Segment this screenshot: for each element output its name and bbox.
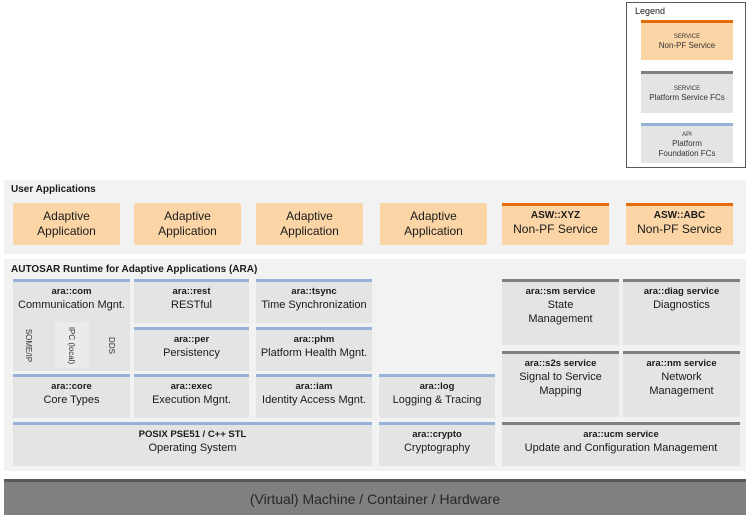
ara-com-title: ara::com <box>51 286 92 297</box>
legend-nonpf-service: SERVICE Non-PF Service <box>641 20 733 60</box>
ara-sm-sub: State Management <box>528 299 593 325</box>
ara-s2s-sub: Signal to Service Mapping <box>519 371 602 397</box>
adaptive-application-4: Adaptive Application <box>380 203 487 245</box>
ara-per-title: ara::per <box>173 334 210 345</box>
adaptive-application-1: Adaptive Application <box>13 203 120 245</box>
ara-iam: ara::iam Identity Access Mgnt. <box>256 374 372 418</box>
service-sub: Non-PF Service <box>513 222 598 236</box>
ara-phm: ara::phm Platform Health Mgnt. <box>256 327 372 371</box>
ara-per: ara::per Persistency <box>134 327 249 371</box>
ara-rest: ara::rest RESTful <box>134 279 249 323</box>
ara-per-sub: Persistency <box>163 347 220 359</box>
legend: Legend SERVICE Non-PF Service SERVICE Pl… <box>626 2 746 168</box>
ara-s2s-title: ara::s2s service <box>524 358 597 369</box>
service-sub: Non-PF Service <box>637 222 722 236</box>
machine-label: (Virtual) Machine / Container / Hardware <box>249 490 501 507</box>
user-applications-band <box>4 180 746 254</box>
ara-log: ara::log Logging & Tracing <box>379 374 495 418</box>
posix-operating-system: POSIX PSE51 / C++ STL Operating System <box>13 422 372 466</box>
ara-nm-title: ara::nm service <box>646 358 717 369</box>
ara-rest-title: ara::rest <box>172 286 211 297</box>
ara-tsync-title: ara::tsync <box>291 286 337 297</box>
app-label: Adaptive Application <box>37 209 96 238</box>
ara-diag-sub: Diagnostics <box>653 299 710 311</box>
legend-item-label: Platform Foundation FCs <box>658 138 716 158</box>
legend-title: Legend <box>635 6 666 16</box>
ara-sm-title: ara::sm service <box>525 286 596 297</box>
ara-core-sub: Core Types <box>43 394 100 406</box>
ara-diag-title: ara::diag service <box>643 286 720 297</box>
adaptive-application-3: Adaptive Application <box>256 203 363 245</box>
ara-log-sub: Logging & Tracing <box>392 394 482 406</box>
ara-ucm-service: ara::ucm service Update and Configuratio… <box>502 422 740 466</box>
ara-ucm-title: ara::ucm service <box>583 429 659 440</box>
ara-crypto-title: ara::crypto <box>412 429 462 440</box>
ara-exec: ara::exec Execution Mgnt. <box>134 374 249 418</box>
app-label: Adaptive Application <box>404 209 463 238</box>
service-title: ASW::ABC <box>653 210 706 221</box>
ara-rest-sub: RESTful <box>171 299 212 311</box>
asw-xyz-service: ASW::XYZ Non-PF Service <box>502 203 609 245</box>
machine-layer: (Virtual) Machine / Container / Hardware <box>4 479 746 515</box>
someip-binding: SOME/IP <box>24 328 34 362</box>
ara-s2s-service: ara::s2s service Signal to Service Mappi… <box>502 351 619 417</box>
legend-item-label: Platform Service FCs <box>649 92 725 102</box>
app-label: Adaptive Application <box>280 209 339 238</box>
ara-nm-sub: Network Management <box>649 371 714 397</box>
ipc-binding: IPC (local) <box>55 322 89 368</box>
ara-exec-sub: Execution Mgnt. <box>152 394 231 406</box>
ara-phm-title: ara::phm <box>293 334 335 345</box>
ara-phm-sub: Platform Health Mgnt. <box>260 347 368 359</box>
legend-item-tag: API <box>682 131 692 138</box>
asw-abc-service: ASW::ABC Non-PF Service <box>626 203 733 245</box>
posix-sub: Operating System <box>148 442 237 454</box>
ara-tsync-sub: Time Synchronization <box>261 299 367 311</box>
ara-sm-service: ara::sm service State Management <box>502 279 619 345</box>
ara-diag-service: ara::diag service Diagnostics <box>623 279 740 345</box>
ara-crypto: ara::crypto Cryptography <box>379 422 495 466</box>
ara-core-title: ara::core <box>51 381 92 392</box>
service-title: ASW::XYZ <box>530 210 581 221</box>
ara-tsync: ara::tsync Time Synchronization <box>256 279 372 323</box>
ara-iam-title: ara::iam <box>295 381 333 392</box>
legend-platform-service: SERVICE Platform Service FCs <box>641 71 733 113</box>
ara-core: ara::core Core Types <box>13 374 130 418</box>
ara-title: AUTOSAR Runtime for Adaptive Application… <box>11 264 258 275</box>
ara-com-sub: Communication Mgnt. <box>18 299 125 311</box>
legend-platform-foundation: API Platform Foundation FCs <box>641 123 733 163</box>
app-label: Adaptive Application <box>158 209 217 238</box>
dds-binding: DDS <box>106 336 116 354</box>
legend-item-label: Non-PF Service <box>658 40 716 50</box>
ara-iam-sub: Identity Access Mgnt. <box>262 394 366 406</box>
legend-item-tag: SERVICE <box>673 33 701 40</box>
ara-ucm-sub: Update and Configuration Management <box>524 442 718 454</box>
adaptive-application-2: Adaptive Application <box>134 203 241 245</box>
posix-title: POSIX PSE51 / C++ STL <box>138 429 247 440</box>
user-applications-title: User Applications <box>11 184 96 195</box>
ara-crypto-sub: Cryptography <box>403 442 471 454</box>
legend-item-tag: SERVICE <box>673 85 701 92</box>
ara-nm-service: ara::nm service Network Management <box>623 351 740 417</box>
ara-exec-title: ara::exec <box>170 381 213 392</box>
ara-log-title: ara::log <box>419 381 455 392</box>
